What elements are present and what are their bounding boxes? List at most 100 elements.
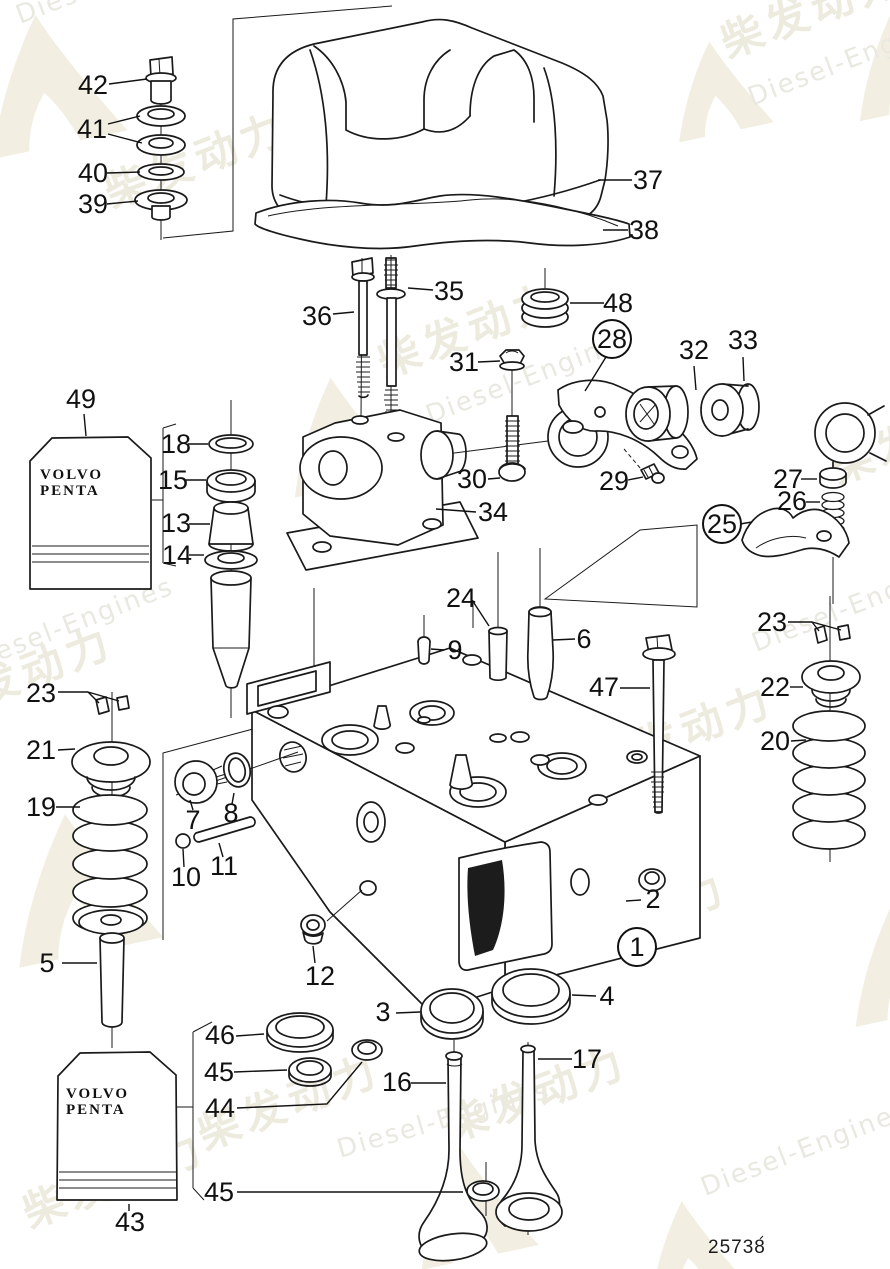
callout-27-16: 27 [773,464,803,494]
seal-48 [521,288,569,328]
brand-volvo-text: VOLVO [40,467,103,483]
leader-line-23 [87,691,120,702]
leader-line-46 [235,1033,265,1037]
callout-17-45: 17 [572,1044,602,1074]
leader-line-49 [83,413,87,437]
callout-15-21: 15 [158,465,188,495]
callout-circle-1 [617,927,657,967]
callout-18-20: 18 [161,429,191,459]
callout-36-9: 36 [302,301,332,331]
valve-spring-19 [72,794,148,935]
brand-penta-text: PENTA [40,483,100,499]
valve-seat-4 [491,968,571,1025]
callout-22-37: 22 [760,672,790,702]
callout-circle-25 [702,504,742,544]
leader-line-23 [811,621,820,632]
leader-line-41 [107,133,143,144]
callout-6-26: 6 [576,624,591,654]
callout-21-29: 21 [26,735,56,765]
callout-1-48: 1 [629,932,644,962]
roller-33 [700,383,760,437]
callout-48-6: 48 [603,288,633,318]
leader-line-32 [693,365,697,391]
leader-line-4 [571,994,597,997]
callout-24-24: 24 [446,583,476,613]
rocker-pedestal [286,409,479,571]
valve-17 [495,1044,563,1232]
callout-25-18: 25 [707,509,737,539]
spring-retainer-21 [71,741,151,798]
callout-19-30: 19 [26,792,56,822]
callout-13-22: 13 [161,508,191,538]
drawing-number: 25738 [708,1237,766,1258]
valve-16 [418,1051,488,1262]
leader-line-12 [312,945,316,964]
callout-circle-28 [592,319,632,359]
drawing-number-tick [759,1235,764,1240]
callout-41-1: 41 [77,114,107,144]
leader-line-33 [742,356,745,382]
valve-seat-3 [420,988,484,1040]
leader-line-24 [473,602,490,627]
callout-45-50: 45 [204,1177,234,1207]
seal-44 [351,1039,383,1061]
callout-49-19: 49 [66,384,96,414]
callout-23-28: 23 [26,678,56,708]
leader-line-6 [552,638,576,641]
bolt-30 [498,415,526,482]
adjusting-screw-29 [623,448,665,484]
callout-29-14: 29 [599,466,629,496]
nut-31 [499,349,525,371]
cover-gasket [254,193,631,250]
callout-23-36: 23 [757,607,787,637]
leader-line-23 [811,621,842,631]
leader-line-25 [739,521,753,525]
callout-5-35: 5 [39,948,54,978]
callout-39-3: 39 [78,189,108,219]
ball-10-and-pin-11 [175,816,256,849]
leader-line-8 [231,792,235,805]
leader-line-10 [182,848,185,868]
callout-47-27: 47 [589,672,619,702]
seal-46 [266,1012,334,1053]
callout-30-11: 30 [457,464,487,494]
leader-line-42 [108,78,148,85]
callout-38-5: 38 [629,215,659,245]
leader-line-30 [487,477,501,480]
leader-line-41 [107,115,141,125]
bracket-25 [741,507,850,558]
pin-9 [417,636,431,665]
brand-volvo-text: VOLVO [66,1086,129,1102]
callout-34-15: 34 [478,497,508,527]
nut-27 [819,461,847,489]
leader-line-23 [87,691,100,704]
bushing-32 [625,385,689,442]
callout-7-31: 7 [185,805,200,835]
callout-35-8: 35 [434,276,464,306]
leader-line-21 [57,748,76,751]
seal-45-upper [288,1057,332,1087]
leader-line-3 [395,1011,421,1014]
leader-line-39 [106,200,139,205]
pin-24 [488,626,508,682]
callout-46-40: 46 [205,1020,235,1050]
callout-32-12: 32 [679,335,709,365]
injector-sleeve-group [204,434,258,689]
head-bolt-47 [642,634,676,814]
callout-11-34: 11 [210,851,238,881]
leader-line-7 [189,799,194,811]
leader-line-36 [332,311,355,315]
bolt-36 [351,257,375,399]
callout-44-42: 44 [205,1093,235,1123]
callout-33-13: 33 [728,325,758,355]
callout-31-10: 31 [449,347,479,377]
leader-line-40 [106,171,141,174]
leader-line-29 [627,476,644,481]
leader-line-28 [584,356,607,392]
callout-2-47: 2 [645,884,660,914]
callout-14-23: 14 [162,540,192,570]
seal-45-lower [466,1180,500,1202]
plug-group-7-8 [174,751,299,804]
spring-retainer-22 [801,660,861,708]
